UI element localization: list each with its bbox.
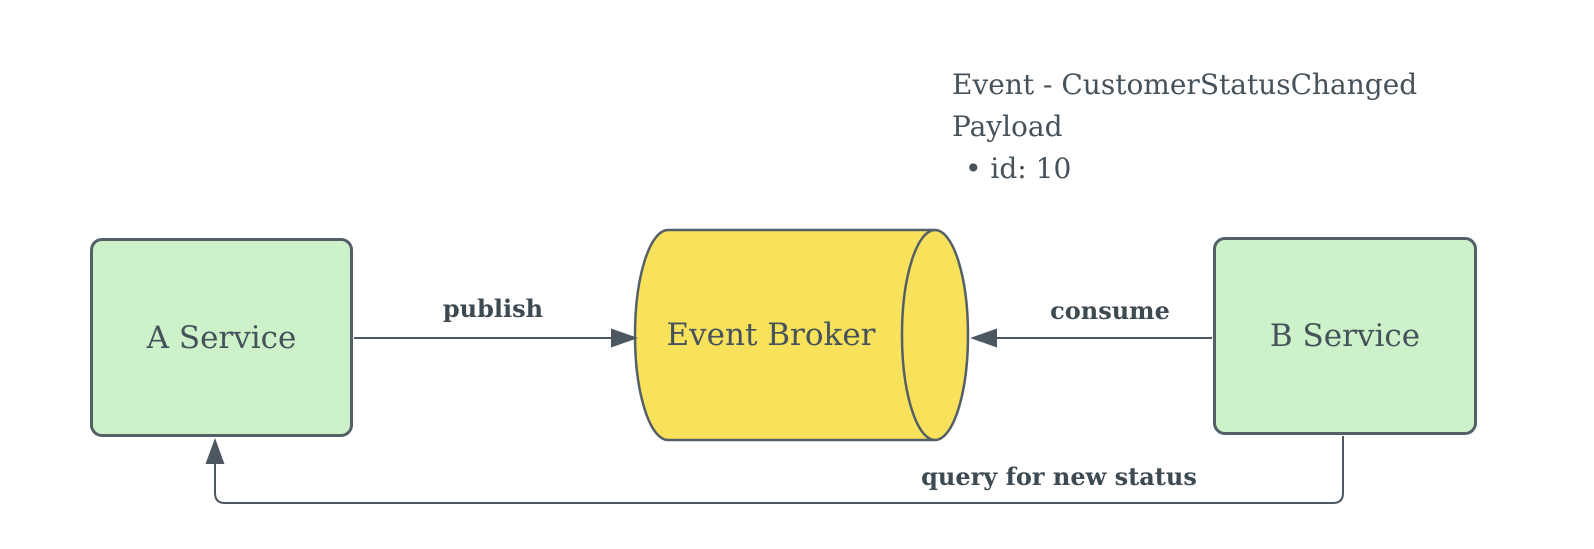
event-annotation: Event - CustomerStatusChanged Payload • … (952, 64, 1417, 190)
node-b-service: B Service (1213, 237, 1477, 435)
publish-arrowhead (611, 328, 638, 348)
consume-arrowhead (970, 328, 997, 348)
annotation-id-line: • id: 10 (965, 152, 1072, 185)
node-b-service-label: B Service (1269, 318, 1421, 354)
query-arrow (205, 436, 1344, 504)
cylinder-face-arc (900, 228, 936, 442)
query-arrowhead (205, 438, 225, 464)
node-a-service-label: A Service (146, 319, 297, 356)
consume-edge-label: consume (1050, 296, 1170, 325)
node-a-service: A Service (90, 238, 353, 437)
publish-edge-label: publish (442, 294, 544, 323)
event-broker-cylinder-shape (633, 228, 970, 442)
node-event-broker: Event Broker (635, 230, 907, 440)
annotation-payload-line: Payload (952, 110, 1063, 143)
query-arrow-path (214, 436, 1344, 504)
consume-arrow (970, 328, 1212, 348)
annotation-event-line: Event - CustomerStatusChanged (952, 68, 1418, 101)
publish-arrow (354, 328, 638, 348)
node-event-broker-label: Event Broker (666, 317, 876, 353)
query-edge-label: query for new status (921, 462, 1197, 491)
